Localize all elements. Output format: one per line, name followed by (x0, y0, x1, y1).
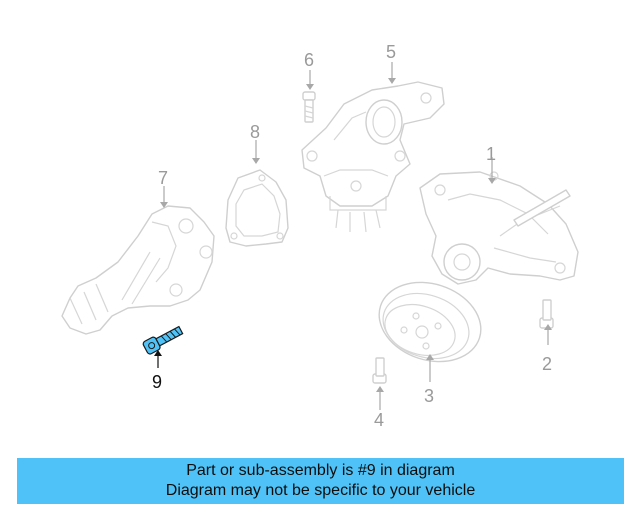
info-banner: Part or sub-assembly is #9 in diagram Di… (17, 458, 624, 504)
callout-8: 8 (250, 122, 260, 142)
part-2-bolt (539, 299, 554, 329)
leader-lines (154, 62, 552, 410)
part-7-thermostat-housing (61, 205, 215, 335)
part-4-bolt (372, 357, 387, 384)
callout-4: 4 (374, 410, 384, 430)
callout-1: 1 (486, 144, 496, 164)
callout-9: 9 (152, 372, 162, 392)
callouts: 1 2 3 4 5 6 7 8 9 (152, 42, 552, 430)
part-5-pump-housing (301, 81, 445, 233)
part-3-pulley (378, 281, 482, 363)
part-8-gasket (225, 169, 289, 247)
part-9-bolt-highlighted[interactable] (142, 324, 184, 355)
parts-diagram: 1 2 3 4 5 6 7 8 9 (61, 42, 579, 430)
callout-3: 3 (424, 386, 434, 406)
part-6-bolt (302, 91, 316, 123)
callout-2: 2 (542, 354, 552, 374)
callout-5: 5 (386, 42, 396, 62)
part-1-water-pump (419, 171, 579, 285)
banner-line-part: Part or sub-assembly is #9 in diagram (186, 462, 455, 479)
callout-7: 7 (158, 168, 168, 188)
callout-6: 6 (304, 50, 314, 70)
banner-line-disclaimer: Diagram may not be specific to your vehi… (165, 482, 476, 499)
